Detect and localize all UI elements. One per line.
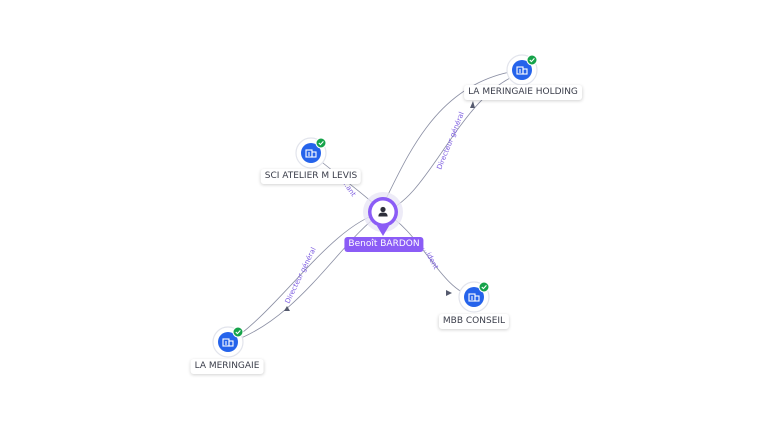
edge-arrow <box>284 306 290 311</box>
company-node-meringaie[interactable] <box>212 326 244 358</box>
verified-badge-icon <box>526 54 538 66</box>
company-label-sci[interactable]: SCI ATELIER M LEVIS <box>260 169 362 184</box>
person-icon <box>378 206 388 217</box>
company-label-mbb[interactable]: MBB CONSEIL <box>438 314 510 329</box>
company-node-mbb[interactable] <box>458 281 490 313</box>
company-label-holding[interactable]: LA MERINGAIE HOLDING <box>464 85 582 100</box>
verified-badge-icon <box>478 281 490 293</box>
company-label-meringaie[interactable]: LA MERINGAIE <box>190 359 264 374</box>
edge-meringaie-b <box>227 211 384 344</box>
verified-badge-icon <box>315 137 327 149</box>
edge-holding-a <box>382 69 523 206</box>
verified-badge-icon <box>232 326 244 338</box>
edge-arrow <box>470 101 475 108</box>
edge-label-meringaie: Directeur général <box>284 246 318 305</box>
building-icon <box>222 338 234 347</box>
edge-arrow <box>446 290 452 296</box>
building-icon <box>516 66 528 75</box>
edge-label-mbb: ...ident <box>421 245 440 271</box>
building-icon <box>305 149 317 158</box>
person-node[interactable] <box>363 192 403 236</box>
edge-meringaie-a <box>227 211 384 344</box>
building-icon <box>468 293 480 302</box>
company-node-sci[interactable] <box>295 137 327 169</box>
company-node-holding[interactable] <box>506 54 538 86</box>
edge-label-holding: Directeur général <box>435 111 465 171</box>
person-name-label[interactable]: Benoît BARDON <box>344 237 424 252</box>
